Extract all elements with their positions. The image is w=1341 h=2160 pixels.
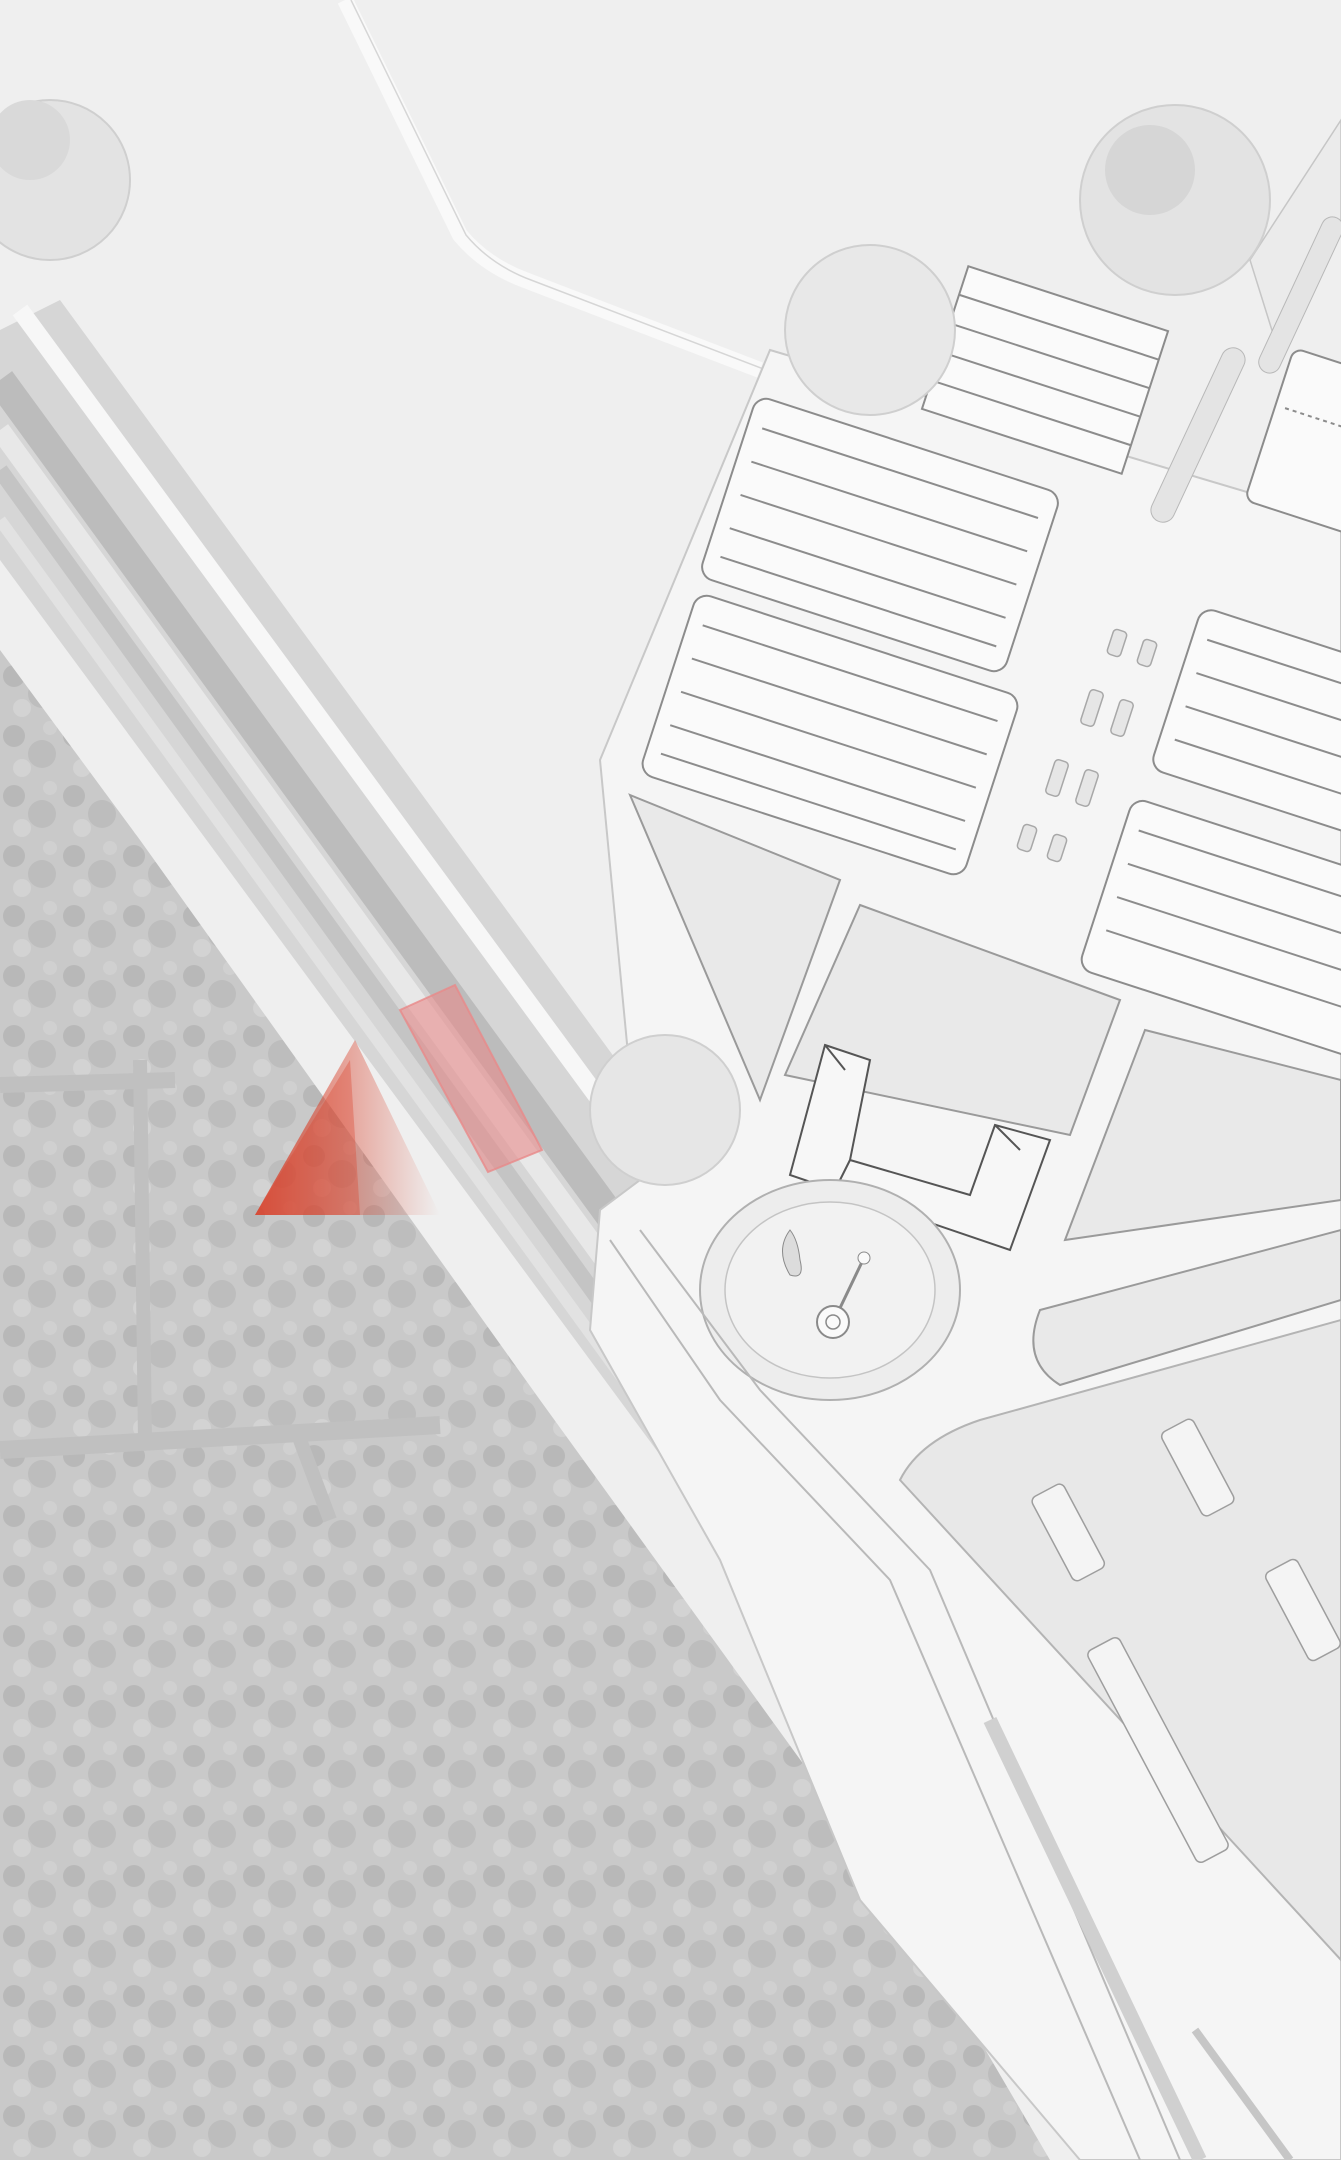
service-road [609, 1229, 1294, 2160]
aerial-roads [0, 1059, 441, 1523]
block-1 [920, 264, 1170, 476]
highlight-marker-icon[interactable] [398, 983, 544, 1174]
block-2 [701, 397, 1059, 673]
viewpoint-cone-icon[interactable] [255, 1040, 440, 1215]
block-3 [641, 594, 1019, 876]
block-6 [1246, 349, 1341, 542]
crosswalk-bollards [1016, 628, 1158, 863]
block-5 [1080, 799, 1341, 1056]
aerial-photo-area [0, 650, 1050, 2160]
trees [0, 99, 1271, 1186]
building-blocks [641, 264, 1341, 1056]
block-4 [1152, 609, 1341, 840]
lawn-plots [628, 793, 1341, 1387]
parking-lot [898, 1318, 1341, 1962]
footpath [337, 0, 763, 378]
tree-icon [784, 244, 956, 416]
tree-icon [589, 1034, 741, 1186]
upper-avenue [1150, 118, 1341, 523]
roundabout [699, 1179, 961, 1401]
